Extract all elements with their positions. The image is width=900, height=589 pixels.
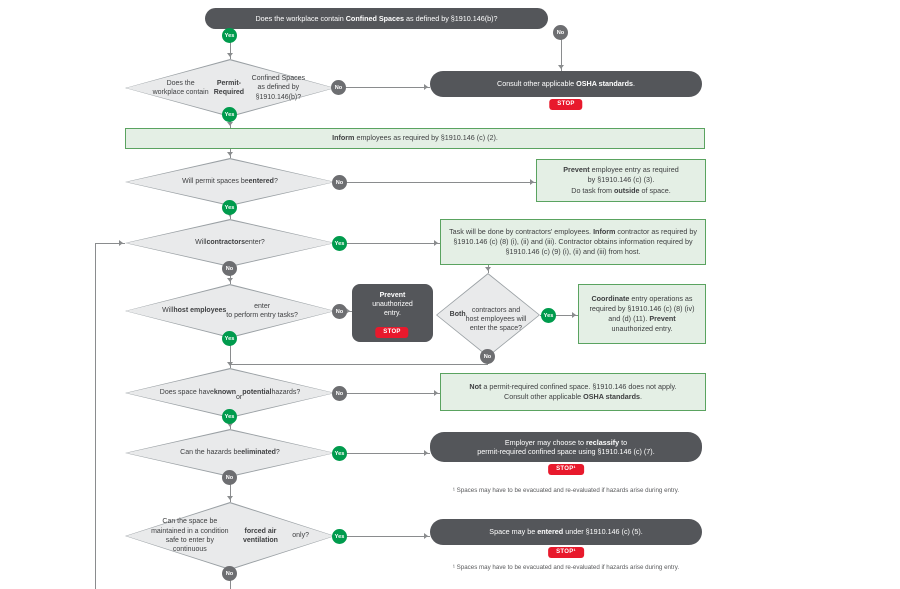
arrowhead <box>227 423 233 427</box>
box-consult-text: Consult other applicable OSHA standards. <box>497 79 635 89</box>
arrowhead <box>434 240 438 246</box>
banner-inform-employees: Inform employees as required by §1910.14… <box>125 128 705 149</box>
arrowhead <box>227 362 233 366</box>
box-contractor-inform-text: Task will be done by contractors' employ… <box>449 226 697 257</box>
yes-badge: Yes <box>541 308 556 323</box>
stop-badge: STOP <box>375 327 409 338</box>
connector-line <box>230 30 231 59</box>
decision-permit-entered: Will permit spaces be entered? <box>125 158 335 206</box>
box-not-permit-space: Not a permit-required confined space. §1… <box>440 373 706 411</box>
arrowhead <box>485 267 491 271</box>
arrowhead <box>227 152 233 156</box>
yes-badge: Yes <box>222 331 237 346</box>
start-question-pill: Does the workplace contain Confined Spac… <box>205 8 548 29</box>
no-badge: No <box>332 175 347 190</box>
loopback-line <box>95 243 125 244</box>
arrowhead <box>227 122 233 126</box>
yes-badge: Yes <box>332 446 347 461</box>
no-badge: No <box>480 349 495 364</box>
no-badge: No <box>331 80 346 95</box>
yes-badge: Yes <box>222 409 237 424</box>
connector-line <box>561 30 562 71</box>
banner-text: Inform employees as required by §1910.14… <box>332 133 498 143</box>
connector-line <box>335 393 440 394</box>
arrowhead <box>119 240 123 246</box>
no-badge: No <box>332 386 347 401</box>
yes-badge: Yes <box>332 529 347 544</box>
connector-line <box>230 364 488 365</box>
stop-badge: STOP¹ <box>548 464 584 475</box>
loopback-line <box>95 243 96 589</box>
yes-badge: Yes <box>332 236 347 251</box>
no-badge: No <box>222 470 237 485</box>
arrowhead <box>424 450 428 456</box>
connector-line <box>540 315 578 316</box>
arrowhead <box>424 84 428 90</box>
arrowhead <box>227 213 233 217</box>
connector-line <box>335 536 430 537</box>
arrowhead <box>227 496 233 500</box>
connector-line <box>230 338 231 368</box>
arrowhead <box>424 533 428 539</box>
yes-badge: Yes <box>222 107 237 122</box>
arrowhead <box>572 312 576 318</box>
arrowhead <box>227 278 233 282</box>
box-not-permit-text: Not a permit-required confined space. §1… <box>469 381 677 401</box>
arrowhead <box>346 308 350 314</box>
connector-line <box>335 453 430 454</box>
arrowhead <box>227 53 233 57</box>
start-question-text: Does the workplace contain Confined Spac… <box>255 13 498 23</box>
box-coordinate-text: Coordinate entry operations as required … <box>589 293 695 334</box>
connector-line <box>335 243 440 244</box>
no-badge: No <box>222 261 237 276</box>
decision-text: Will permit spaces be entered? <box>182 178 278 186</box>
box-space-entered-text: Space may be entered under §1910.146 (c)… <box>489 527 643 537</box>
arrowhead <box>530 179 534 185</box>
box-contractor-inform: Task will be done by contractors' employ… <box>440 219 706 265</box>
arrowhead <box>558 65 564 69</box>
box-coordinate-entry: Coordinate entry operations as required … <box>578 284 706 344</box>
connector-line <box>335 87 430 88</box>
footnote-entered: ¹ Spaces may have to be evacuated and re… <box>452 564 680 571</box>
box-space-entered: Space may be entered under §1910.146 (c)… <box>430 519 702 545</box>
connector-line <box>335 182 536 183</box>
decision-contractors-enter: Will contractors enter? <box>125 219 335 267</box>
arrowhead <box>434 390 438 396</box>
connector-line <box>230 477 231 502</box>
yes-badge: Yes <box>222 28 237 43</box>
no-badge: No <box>553 25 568 40</box>
decision-text: Will contractors enter? <box>195 239 265 247</box>
yes-badge: Yes <box>222 200 237 215</box>
stop-badge: STOP¹ <box>548 547 584 558</box>
no-badge: No <box>332 304 347 319</box>
box-consult-osha: Consult other applicable OSHA standards. <box>430 71 702 97</box>
no-badge: No <box>222 566 237 581</box>
stop-badge: STOP <box>549 99 583 110</box>
footnote-reclassify: ¹ Spaces may have to be evacuated and re… <box>452 487 680 494</box>
